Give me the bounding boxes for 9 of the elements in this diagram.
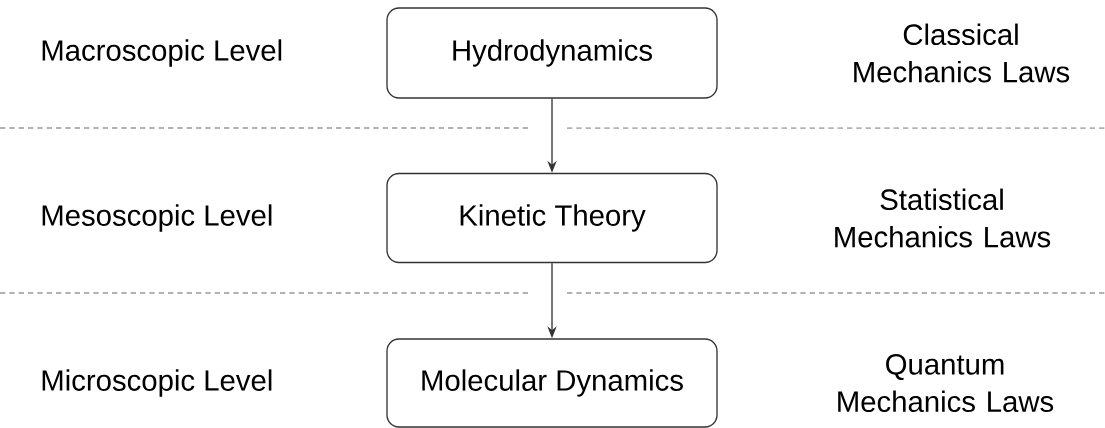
process-box: Kinetic Theory [386, 172, 718, 264]
level-label: Macroscopic Level [42, 39, 282, 67]
level-label: Mesoscopic Level [42, 204, 272, 232]
process-box: Molecular Dynamics [386, 338, 718, 428]
law-label: Quantum Mechanics Laws [838, 353, 1054, 413]
law-label: Statistical Mechanics Laws [835, 188, 1051, 248]
level-label: Microscopic Level [42, 369, 272, 397]
law-label: Classical Mechanics Laws [854, 23, 1070, 83]
process-box: Hydrodynamics [386, 7, 718, 99]
